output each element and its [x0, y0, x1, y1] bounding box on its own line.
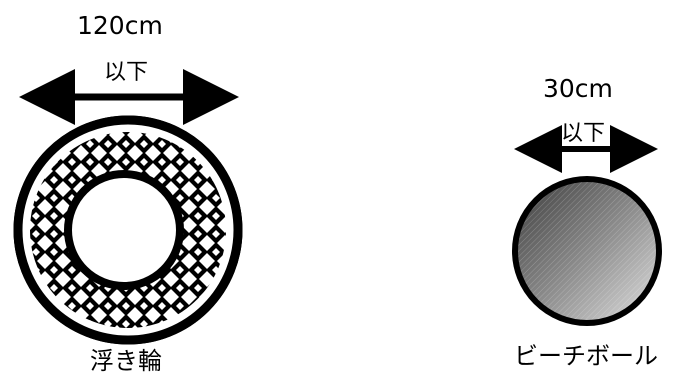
- float-ring-shape: [15, 117, 241, 343]
- beach-ball-size-label: 30cm: [543, 76, 613, 101]
- beach-ball-name-label: ビーチボール: [514, 344, 658, 368]
- beach-ball-shape: [515, 179, 659, 323]
- float-ring-limit-label: 以下: [104, 62, 148, 84]
- float-ring-size-label: 120cm: [77, 13, 163, 38]
- beach-ball-limit-label: 以下: [561, 123, 605, 145]
- float-ring-name-label: 浮き輪: [90, 349, 162, 373]
